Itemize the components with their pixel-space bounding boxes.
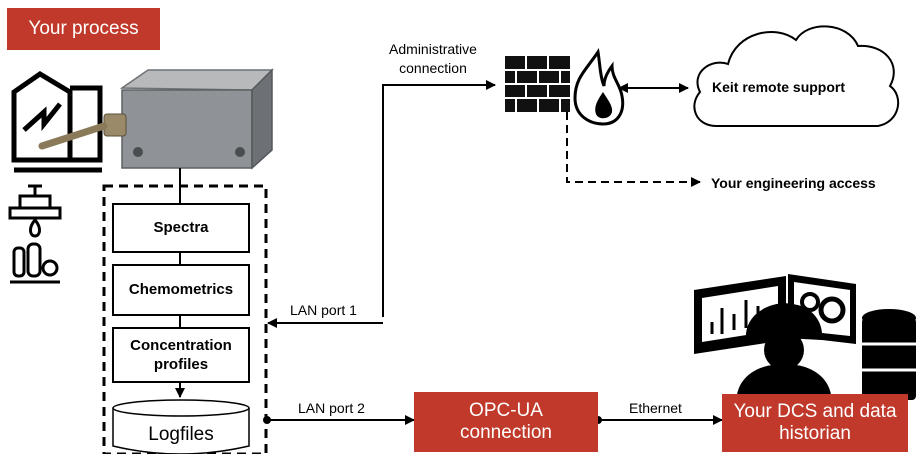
- spectra-label: Spectra: [153, 219, 209, 237]
- chemometrics-label: Chemometrics: [128, 281, 234, 299]
- valve-icon: [8, 184, 62, 238]
- lan-port-2-label: LAN port 2: [298, 400, 365, 416]
- lan-port-1-label: LAN port 1: [290, 302, 357, 318]
- engineering-access-label: Your engineering access: [711, 175, 876, 191]
- process-label: Your process: [28, 18, 139, 40]
- process-badge: Your process: [7, 8, 160, 50]
- system-boundary: [102, 184, 268, 454]
- firewall-icon: [505, 48, 625, 126]
- concentration-label: Concentration profiles: [130, 336, 232, 374]
- reactor-vessel-icon: [11, 71, 103, 173]
- admin-connection-line: [382, 80, 496, 317]
- dcs-box: Your DCS and data historian: [722, 394, 908, 452]
- spectra-box: Spectra: [112, 203, 250, 253]
- chemometrics-box: Chemometrics: [112, 264, 250, 316]
- pump-tank-icon: [10, 242, 60, 284]
- logfiles-database: [112, 399, 250, 454]
- concentration-box: Concentration profiles: [112, 327, 250, 383]
- cloud-icon: [693, 25, 900, 127]
- opcua-label: OPC-UA connection: [460, 400, 552, 443]
- keit-remote-support-label: Keit remote support: [712, 79, 846, 95]
- operator-monitors-icon: [694, 274, 856, 404]
- dcs-label: Your DCS and data historian: [733, 401, 897, 444]
- analyzer-device-icon: [38, 68, 274, 170]
- engineering-access-line: [566, 112, 701, 187]
- historian-database-icon: [862, 309, 916, 400]
- logfiles-label: Logfiles: [148, 424, 214, 445]
- ethernet-label: Ethernet: [629, 400, 682, 416]
- admin-connection-label: Administrative connection: [389, 41, 477, 76]
- opcua-box: OPC-UA connection: [414, 392, 598, 452]
